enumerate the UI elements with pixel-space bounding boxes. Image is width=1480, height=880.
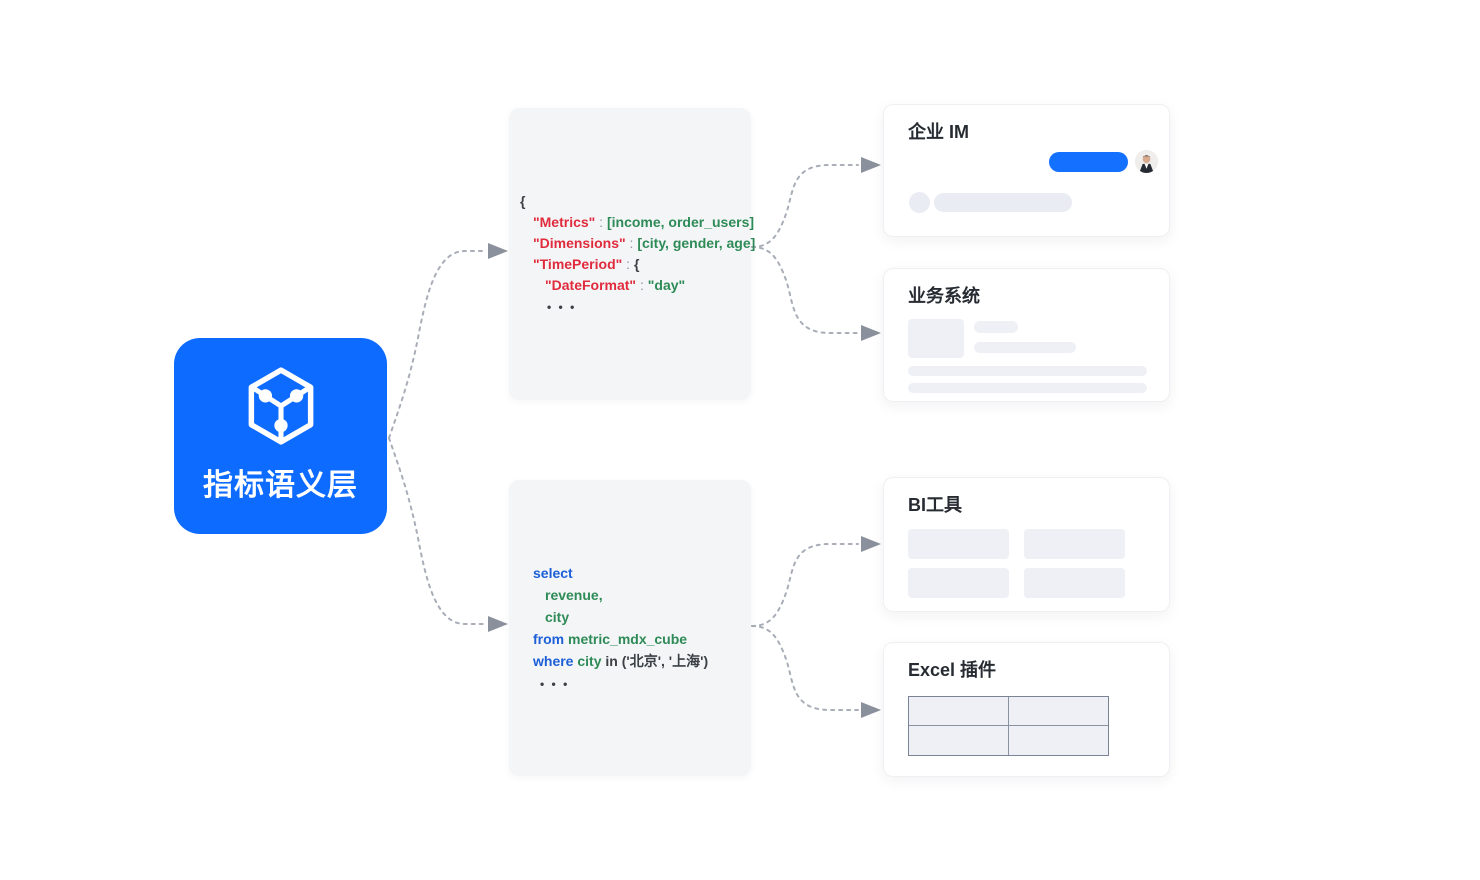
card-title-business-system: 业务系统: [908, 286, 980, 306]
arrowhead-json: [488, 243, 508, 259]
cube-network-icon: [248, 367, 313, 445]
card-bi-tools: BI工具: [883, 477, 1170, 612]
code-token: where: [533, 652, 574, 669]
placeholder-widget: [1024, 568, 1125, 598]
placeholder-line-full: [908, 383, 1147, 393]
code-token: {: [520, 192, 526, 209]
code-token: revenue,: [545, 586, 603, 603]
code-token: • • •: [540, 676, 570, 691]
user-avatar: [1135, 150, 1158, 173]
code-token: city: [577, 652, 602, 669]
code-token: metric_mdx_cube: [568, 630, 688, 647]
card-business-system: 业务系统: [883, 268, 1170, 402]
code-line: {: [520, 191, 751, 212]
code-line: from metric_mdx_cube: [533, 628, 751, 650]
placeholder-line-short: [974, 321, 1018, 333]
code-line: city: [533, 606, 751, 628]
spreadsheet-cell: [1008, 697, 1108, 726]
code-token: "Metrics": [533, 213, 596, 230]
code-line: "Metrics" : [income, order_users]: [520, 212, 755, 233]
arrowhead-bi: [861, 536, 881, 552]
card-excel-plugin: Excel 插件: [883, 642, 1170, 777]
spreadsheet-cell: [909, 697, 1009, 726]
code-line: "DateFormat" : "day": [520, 275, 751, 296]
code-line: revenue,: [533, 584, 751, 606]
placeholder-avatar: [909, 192, 930, 213]
code-token: [city, gender, age]: [637, 234, 756, 251]
card-enterprise-im: 企业 IM: [883, 104, 1170, 237]
arrowhead-im: [861, 157, 881, 173]
code-token: :: [625, 234, 638, 251]
arrow-semantic-to-json: [388, 250, 487, 439]
code-token: "day": [647, 276, 686, 293]
card-title-enterprise-im: 企业 IM: [908, 122, 969, 142]
chat-bubble-sent: [1049, 152, 1128, 172]
code-token: "DateFormat": [545, 276, 637, 293]
placeholder-widget: [1024, 529, 1125, 559]
arrow-semantic-to-sql: [388, 437, 487, 625]
spreadsheet-grid: [908, 696, 1109, 756]
code-line: where city in ('北京', '上海'): [533, 650, 751, 672]
arrow-json-to-im: [751, 164, 859, 248]
code-token: from: [533, 630, 565, 647]
code-token: • • •: [547, 299, 577, 314]
placeholder-widget: [908, 568, 1009, 598]
arrowhead-biz: [861, 325, 881, 341]
semantic-layer-label: 指标语义层: [203, 469, 358, 502]
arrowhead-excel: [861, 702, 881, 718]
placeholder-line-medium: [974, 342, 1076, 353]
placeholder-line-full: [908, 366, 1147, 376]
card-title-bi-tools: BI工具: [908, 495, 962, 515]
code-token: in ('北京', '上海'): [601, 652, 709, 669]
code-line: "TimePeriod" : {: [520, 254, 751, 275]
code-token: "TimePeriod": [533, 255, 623, 272]
code-line: select: [533, 562, 751, 584]
code-token: {: [633, 255, 640, 272]
json-request-block: {"Metrics" : [income, order_users]"Dimen…: [509, 108, 755, 400]
placeholder-thumbnail: [908, 319, 964, 358]
placeholder-widget: [908, 529, 1009, 559]
code-token: city: [545, 608, 570, 625]
arrow-sql-to-bi: [751, 543, 859, 627]
code-token: [income, order_users]: [606, 213, 755, 230]
code-token: select: [533, 564, 573, 581]
code-line: • • •: [533, 672, 751, 695]
arrow-sql-to-excel: [751, 625, 859, 711]
code-token: :: [595, 213, 607, 230]
card-title-excel-plugin: Excel 插件: [908, 660, 997, 680]
code-line: • • •: [520, 296, 751, 318]
code-token: "Dimensions": [533, 234, 626, 251]
spreadsheet-cell: [1008, 726, 1108, 755]
spreadsheet-cell: [909, 726, 1009, 755]
semantic-layer-box: 指标语义层: [174, 338, 387, 534]
code-token: :: [636, 276, 648, 293]
placeholder-message: [934, 193, 1072, 212]
arrowhead-sql: [488, 616, 508, 632]
code-token: :: [622, 255, 634, 272]
code-line: "Dimensions" : [city, gender, age]: [520, 233, 755, 254]
arrow-json-to-biz: [751, 246, 859, 334]
